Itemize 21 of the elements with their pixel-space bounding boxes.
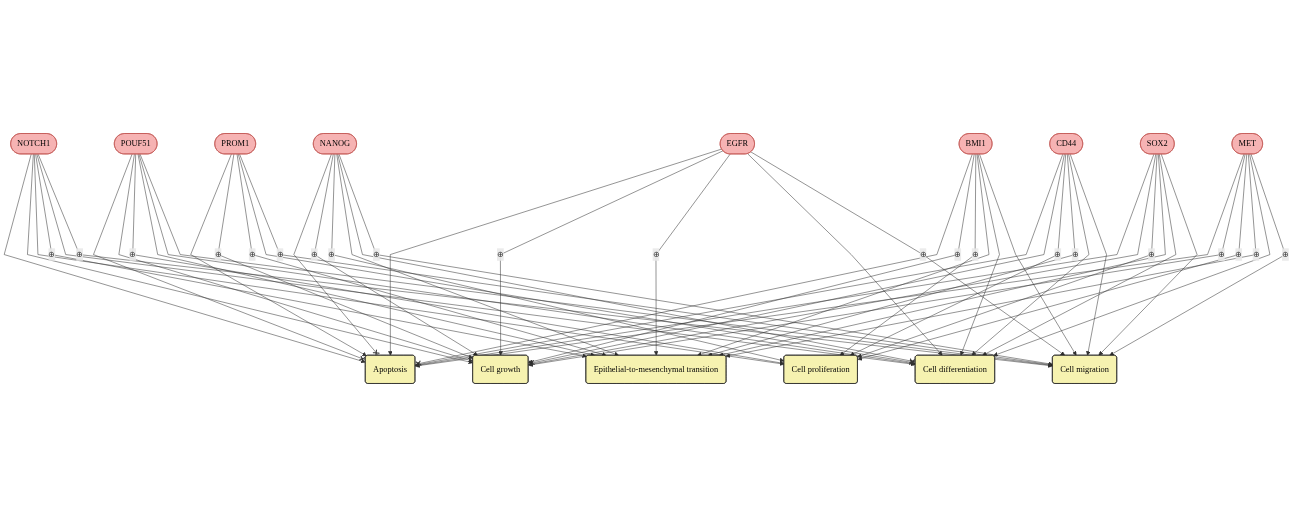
edge-label: ⊕ (1281, 249, 1289, 259)
edge-label: ⊕ (971, 249, 979, 259)
edge-label: ⊕ (1148, 249, 1155, 259)
edge-label: ⊕ (1252, 249, 1260, 259)
edge-label: ⊕ (919, 249, 927, 259)
edge-label: ⊕ (76, 249, 83, 259)
edge-label: ⊕ (310, 249, 318, 259)
edge-label: ⊕ (248, 249, 256, 259)
edge-label: ⊕ (1071, 249, 1079, 259)
edge-label: ⊕ (214, 249, 222, 259)
edge-label: ⊕ (48, 249, 56, 259)
edge-label: ⊕ (1054, 249, 1062, 259)
edge-label: ⊕ (328, 249, 336, 259)
edge-label: ⊕ (954, 249, 962, 259)
edge-label: ⊕ (276, 249, 284, 259)
edge-label: ⊕ (652, 249, 660, 259)
edge-label: ⊕ (496, 249, 504, 259)
edge-label: ⊕ (1218, 249, 1225, 259)
edge-label: ⊕ (129, 249, 137, 259)
edge-label: ⊕ (372, 249, 380, 259)
edge-label: ⊕ (1235, 249, 1243, 259)
